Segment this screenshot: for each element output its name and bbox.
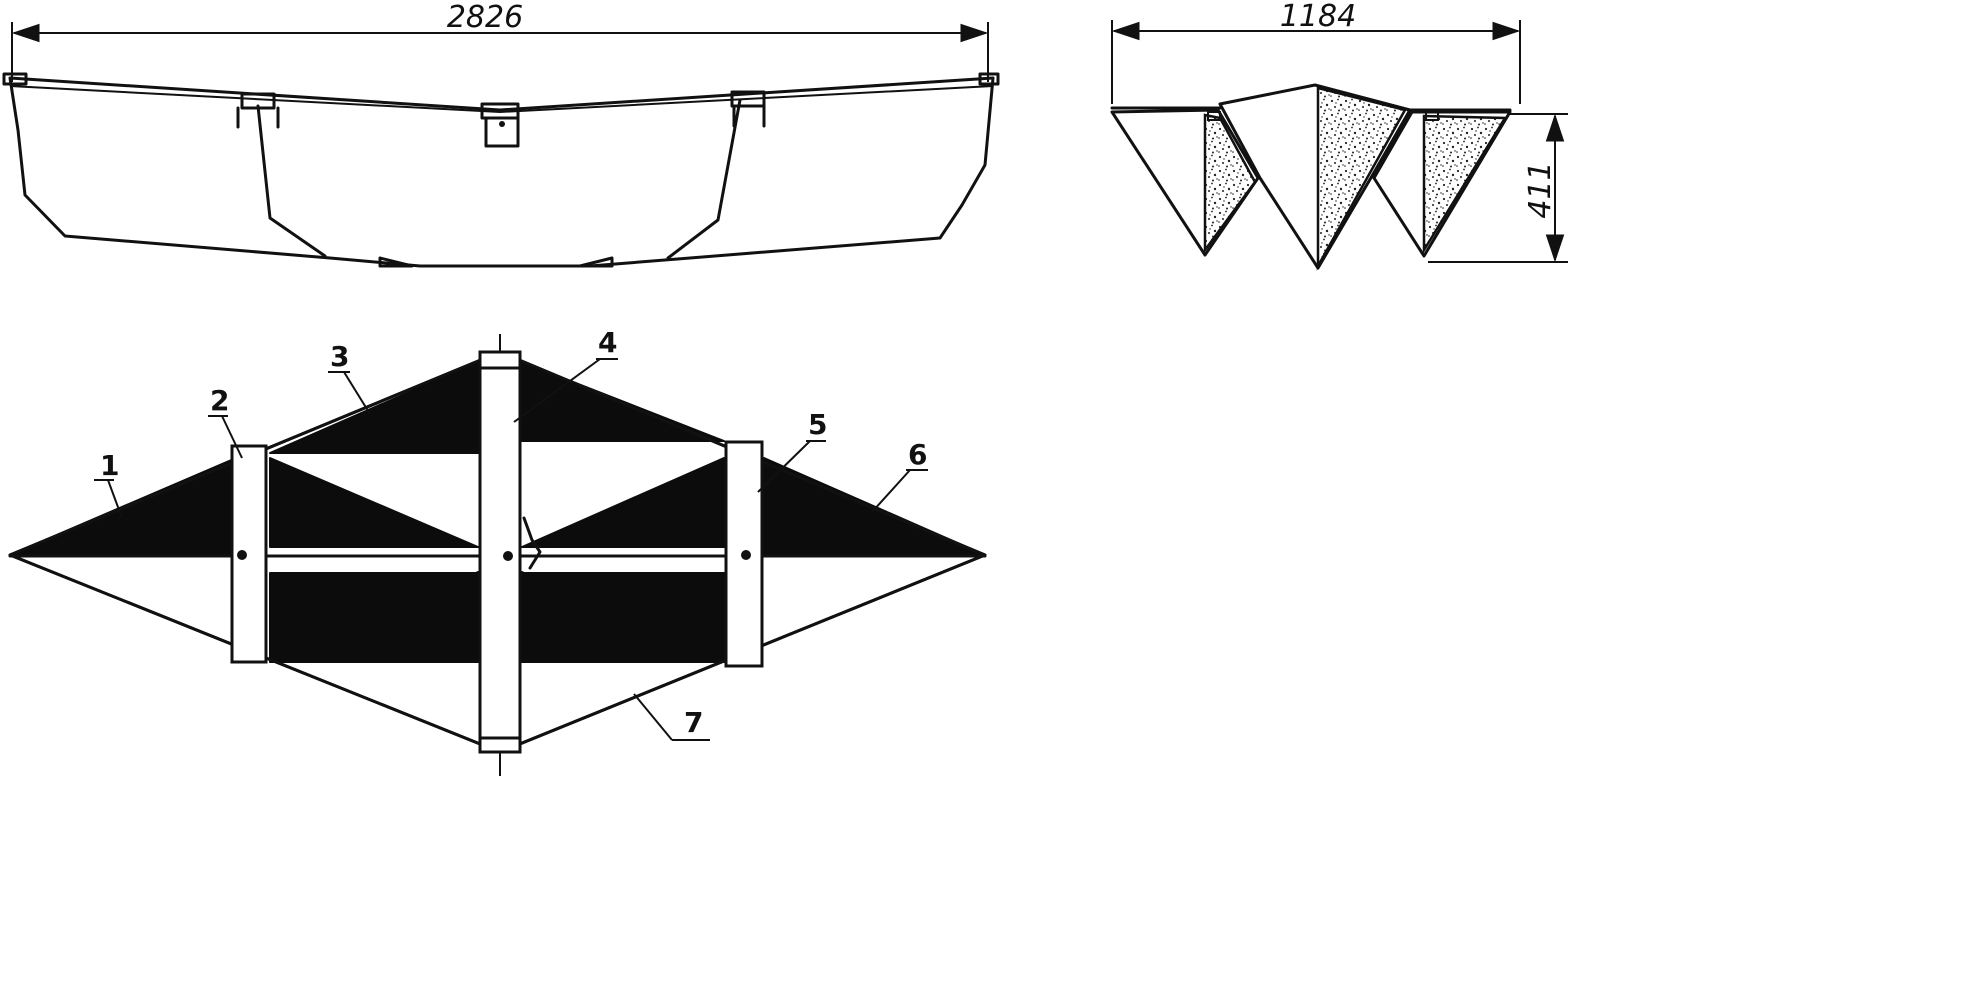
oarlock-bracket — [522, 516, 542, 570]
seat-bolt-left — [237, 550, 247, 560]
callout-4-label: 4 — [598, 326, 617, 359]
hull-shaded-center — [1316, 86, 1407, 271]
callout-6-label: 6 — [908, 438, 927, 471]
keel-runner-right — [578, 256, 614, 268]
callout-1-leader — [107, 479, 123, 519]
panel-lower-left — [269, 571, 479, 663]
callout-1-label: 1 — [100, 449, 119, 482]
frame-left — [256, 104, 327, 258]
callout-6: 6 — [871, 438, 928, 513]
callout-2: 2 — [208, 384, 243, 459]
bow-cap — [2, 72, 28, 86]
keel-runner-left — [378, 256, 414, 268]
width-dimension-value: 1184 — [1280, 0, 1356, 34]
panel-lower-right — [521, 571, 725, 663]
hull-side-outline — [8, 76, 995, 268]
callout-7-label: 7 — [684, 706, 703, 739]
center-bolt — [499, 121, 505, 127]
hull-shaded-left — [1203, 113, 1257, 254]
callout-1: 1 — [94, 449, 123, 519]
stern-cap — [978, 72, 1000, 86]
callout-5-leader — [757, 440, 811, 493]
end-view: 1184 411 — [1110, 0, 1568, 271]
height-dimension-value: 411 — [1523, 161, 1558, 218]
hull-v-left — [1110, 108, 1260, 257]
thwart-bolt — [503, 551, 513, 561]
panel-mid-left-top — [269, 457, 479, 548]
callout-5-label: 5 — [808, 408, 827, 441]
callout-3-label: 3 — [330, 340, 349, 373]
hull-shaded-right — [1422, 114, 1508, 255]
panel-upper-left-top — [269, 361, 479, 454]
hull-v-center — [1218, 83, 1412, 270]
gunwale-line — [9, 85, 994, 114]
thwart-cap-bottom — [478, 736, 522, 754]
callout-7-leader — [633, 693, 673, 741]
thwart-cap-top — [478, 350, 522, 370]
callout-5: 5 — [757, 408, 827, 493]
callout-3-leader — [343, 371, 371, 415]
bracket-left — [1207, 111, 1221, 121]
seat-bolt-right — [741, 550, 751, 560]
seat-board-left — [230, 444, 268, 664]
callout-2-label: 2 — [210, 384, 229, 417]
hull-v-right — [1372, 110, 1512, 258]
center-thwart — [478, 350, 522, 754]
callout-7: 7 — [633, 693, 710, 741]
seat-bracket-right — [730, 90, 766, 108]
side-view: 2826 — [2, 0, 1000, 268]
callout-3: 3 — [328, 340, 371, 415]
length-dimension-value: 2826 — [447, 0, 523, 35]
panel-mid-right-top — [521, 457, 725, 548]
callout-6-leader — [871, 469, 911, 513]
bracket-right — [1425, 111, 1439, 121]
plan-view: 1 2 3 4 5 6 7 — [8, 326, 987, 776]
seat-bracket-left — [240, 92, 276, 110]
center-plate — [484, 116, 520, 148]
frame-right — [666, 98, 742, 260]
callout-4-leader — [513, 358, 601, 423]
center-bracket — [480, 102, 520, 120]
callout-2-leader — [221, 415, 243, 459]
callout-4: 4 — [513, 326, 618, 423]
